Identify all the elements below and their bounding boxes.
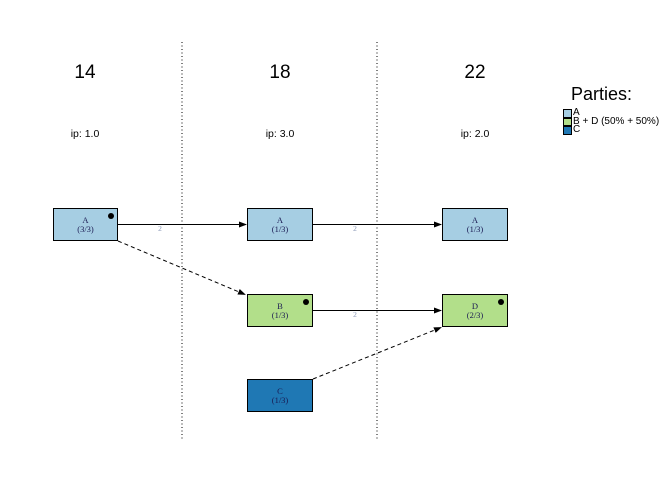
legend-title: Parties: xyxy=(571,84,633,104)
party-name: D xyxy=(471,300,479,311)
marker-dot-icon xyxy=(303,299,309,305)
party-share: (3/3) xyxy=(77,223,94,234)
party-share: (1/3) xyxy=(466,223,484,234)
legend-label-c: C xyxy=(573,124,581,136)
legend-item-a: A xyxy=(563,107,671,119)
column-year-22: 22 xyxy=(464,62,486,83)
party-name: B xyxy=(277,300,283,311)
party-name: A xyxy=(276,214,284,225)
column-year-18: 18 xyxy=(269,62,291,83)
legend-swatch-c-icon xyxy=(563,126,572,135)
edge-weight-label: 2 xyxy=(158,224,162,233)
party-node-a14: A (3/3) xyxy=(53,208,118,241)
edge-weight-label: 2 xyxy=(353,310,357,319)
party-share: (1/3) xyxy=(271,394,289,405)
party-node-c18: C (1/3) xyxy=(247,379,313,412)
column-ip-14: ip: 1.0 xyxy=(70,128,100,140)
column-ip-22: ip: 2.0 xyxy=(460,128,490,140)
party-name: A xyxy=(82,214,89,225)
legend-label-a: A xyxy=(573,107,580,119)
party-share: (1/3) xyxy=(271,223,289,234)
column-ip-18: ip: 3.0 xyxy=(265,128,295,140)
edge-a14-b18-dashed xyxy=(117,240,246,295)
party-name: C xyxy=(277,385,283,396)
party-name: A xyxy=(471,214,479,225)
party-node-a22: A (1/3) xyxy=(442,208,508,241)
legend-label-b-d: B + D (50% + 50%) xyxy=(573,115,660,127)
party-node-d22: D (2/3) xyxy=(442,294,508,327)
marker-dot-icon xyxy=(108,213,114,219)
legend-item-c: C xyxy=(563,124,671,136)
edge-c18-d22-dashed xyxy=(312,327,442,380)
legend-swatch-b-icon xyxy=(563,117,572,127)
edge-weight-label: 2 xyxy=(353,224,357,233)
column-year-14: 14 xyxy=(74,62,96,83)
party-share: (2/3) xyxy=(466,309,484,320)
party-node-b18: B (1/3) xyxy=(247,294,313,327)
legend-swatch-a-icon xyxy=(563,109,572,118)
marker-dot-icon xyxy=(498,299,504,305)
party-node-a18: A (1/3) xyxy=(247,208,313,241)
legend: Parties: A B + D (50% + 50%) C xyxy=(563,84,671,135)
legend-item-b-d: B + D (50% + 50%) xyxy=(563,115,671,127)
party-share: (1/3) xyxy=(271,309,289,320)
